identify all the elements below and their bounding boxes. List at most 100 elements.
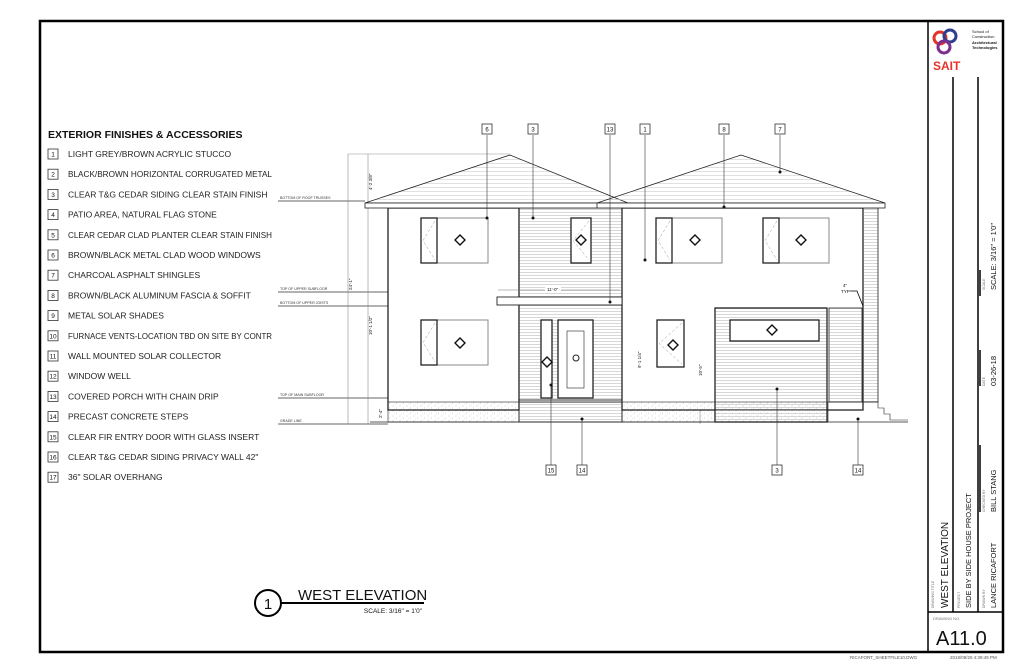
level-labels: BOTTOM OF ROOF TRUSSES TOP OF UPPER SUBF… — [280, 196, 331, 423]
title-block: SCALE SCALE: 3/16" = 1'0" DATE 03-26-18 … — [931, 223, 998, 650]
legend-item: 8 BROWN/BLACK ALUMINUM FASCIA & SOFFIT — [47, 289, 251, 301]
window-tag-icon — [454, 337, 466, 349]
legend-number: 9 — [51, 313, 55, 320]
level-roof-trusses: BOTTOM OF ROOF TRUSSES — [280, 196, 331, 200]
porch-steps — [518, 399, 623, 423]
drawing-number: A11.0 — [936, 628, 987, 650]
legend-number-box — [47, 350, 59, 362]
view-scale: SCALE: 3/16" = 1'0" — [364, 608, 423, 615]
svg-text:DRAWING TITLE: DRAWING TITLE — [931, 580, 935, 608]
legend-number-box — [47, 168, 59, 180]
window-tag-icon — [541, 356, 553, 368]
dim-fascia-typ: TYP — [841, 289, 850, 294]
legend-number-box — [47, 249, 59, 261]
legend-number-box — [47, 148, 59, 160]
callout-number: 8 — [722, 128, 726, 134]
dim-upper-height: 10'-1 1/2" — [368, 316, 373, 335]
sheet-border — [38, 19, 1005, 654]
svg-text:DATE: DATE — [982, 376, 986, 386]
legend-number: 4 — [51, 212, 55, 219]
sait-logo: SAIT School of Construction Architectura… — [932, 28, 998, 73]
footer-file: RICAFORT_SHEETFILE10.DWG — [850, 655, 918, 660]
level-upper-subfloor: TOP OF UPPER SUBFLOOR — [280, 287, 328, 291]
legend-number: 10 — [49, 333, 57, 340]
callout-number: 6 — [485, 128, 489, 134]
callout-tag: 8 — [718, 123, 730, 209]
legend-number-box — [47, 310, 59, 322]
drawn-by: LANCE RICAFORT — [989, 542, 998, 608]
window-tag-icon — [454, 234, 466, 246]
legend-number-box — [47, 471, 59, 483]
window-tag-icon — [575, 234, 587, 246]
date-value: 03-26-18 — [989, 356, 998, 386]
svg-text:DRAWING NO.: DRAWING NO. — [933, 616, 960, 621]
callout-tag: 14 — [852, 417, 864, 476]
callout-number: 1 — [643, 128, 647, 134]
callout-tag: 3 — [527, 123, 539, 220]
callout-number: 3 — [531, 128, 535, 134]
fascia — [596, 202, 886, 209]
callout-tag: 6 — [481, 123, 493, 220]
svg-text:SCALE: SCALE — [982, 278, 986, 290]
dim-fascia: 4" — [843, 283, 848, 288]
legend-number-box — [47, 390, 59, 402]
svg-text:Construction: Construction — [972, 34, 994, 39]
callout-tag: 13 — [604, 123, 616, 304]
legend-number: 6 — [51, 253, 55, 260]
svg-text:Technologies: Technologies — [972, 45, 998, 50]
legend-number: 3 — [51, 192, 55, 199]
roof-left — [364, 154, 629, 204]
dim-porch-width: 11'-0" — [547, 287, 559, 292]
legend-number-box — [47, 431, 59, 443]
legend-number-box — [47, 269, 59, 281]
roof-right — [596, 154, 886, 204]
level-main-subfloor: TOP OF MAIN SUBFLOOR — [280, 393, 324, 397]
callout-number: 3 — [775, 469, 779, 475]
privacy-wall — [862, 207, 879, 403]
legend-label: CLEAR FIR ENTRY DOOR WITH GLASS INSERT — [68, 432, 259, 442]
legend-label: BROWN/BLACK METAL CLAD WOOD WINDOWS — [68, 250, 261, 260]
legend-number-box — [47, 289, 59, 301]
side-steps — [828, 401, 908, 421]
dimensions: 11'-0" 4" TYP 10'-5" 9'-1 1/4" 24'-1" 10… — [348, 173, 864, 418]
callout-tag: 1 — [639, 123, 651, 262]
level-upper-joists: BOTTOM OF UPPER JOISTS — [280, 301, 329, 305]
legend-label: 36" SOLAR OVERHANG — [68, 472, 163, 482]
legend-number-box — [47, 209, 59, 221]
svg-text:Architectural: Architectural — [972, 40, 997, 45]
porch-beam — [496, 296, 623, 306]
garage-side-siding — [828, 307, 863, 403]
legend-number-box — [47, 451, 59, 463]
legend-label: CLEAR CEDAR CLAD PLANTER CLEAR STAIN FIN… — [68, 230, 272, 240]
legend-number: 13 — [49, 394, 57, 401]
project-name: SIDE BY SIDE HOUSE PROJECT — [964, 493, 973, 608]
legend-number: 8 — [51, 293, 55, 300]
legend-number: 2 — [51, 172, 55, 179]
legend-label: BROWN/BLACK ALUMINUM FASCIA & SOFFIT — [68, 290, 251, 300]
callout-number: 14 — [579, 469, 586, 475]
view-title-text: WEST ELEVATION — [298, 587, 427, 604]
legend-number-box — [47, 411, 59, 423]
drawing-title: WEST ELEVATION — [940, 522, 951, 608]
legend-label: FURNACE VENTS-LOCATION TBD ON SITE BY CO… — [68, 331, 272, 341]
svg-text:SAIT: SAIT — [933, 59, 961, 73]
dim-foundation: 2'-4" — [378, 409, 383, 418]
entry-door — [557, 319, 594, 399]
legend-label: CHARCOAL ASPHALT SHINGLES — [68, 270, 200, 280]
legend-title: EXTERIOR FINISHES & ACCESSORIES — [48, 129, 242, 141]
dim-garage-height: 10'-5" — [698, 364, 703, 376]
legend-number-box — [47, 370, 59, 382]
